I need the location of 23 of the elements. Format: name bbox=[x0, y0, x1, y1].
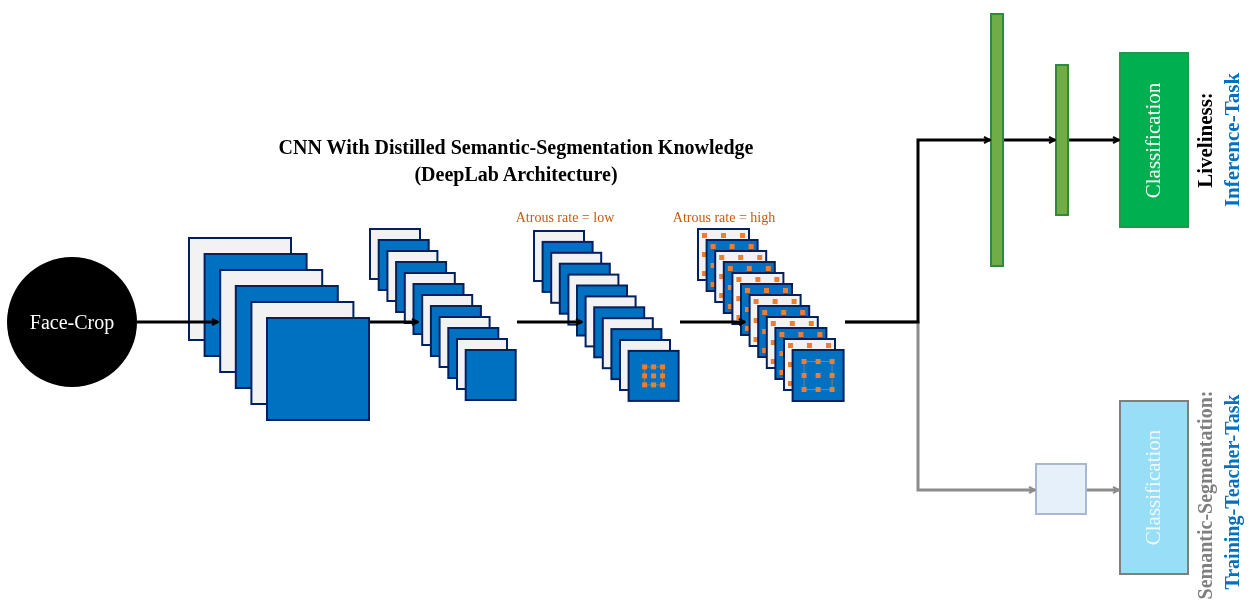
block-label: Classification bbox=[1141, 82, 1167, 198]
arrow bbox=[137, 318, 219, 326]
arrow bbox=[517, 318, 583, 326]
dense-layer-bar bbox=[990, 13, 1004, 267]
arrow bbox=[845, 136, 991, 324]
diagram-title: CNN With Distilled Semantic-Segmentation Knowledge (DeepLab Architecture) bbox=[277, 135, 755, 188]
classifier-block bbox=[1119, 400, 1189, 575]
input-circle: Face-Crop bbox=[7, 257, 137, 387]
task-label: Training-Teacher-Task bbox=[1220, 394, 1244, 590]
arrow bbox=[680, 318, 746, 326]
arrow bbox=[1087, 486, 1120, 494]
dense-layer-bar bbox=[1055, 64, 1069, 216]
atrous-rate-label: Atrous rate = high bbox=[672, 210, 776, 226]
task-label: Semantic-Segmentation: bbox=[1193, 390, 1217, 600]
task-label: Inference-Task bbox=[1219, 72, 1245, 208]
arrow bbox=[370, 318, 419, 326]
atrous-rate-label: Atrous rate = low bbox=[515, 210, 615, 226]
arrow bbox=[1069, 136, 1120, 144]
classifier-block bbox=[1119, 52, 1189, 228]
arrow bbox=[1004, 136, 1056, 144]
feature-box bbox=[1035, 463, 1087, 515]
task-label: Liveliness: bbox=[1192, 92, 1218, 188]
block-label: Classification bbox=[1141, 429, 1167, 546]
